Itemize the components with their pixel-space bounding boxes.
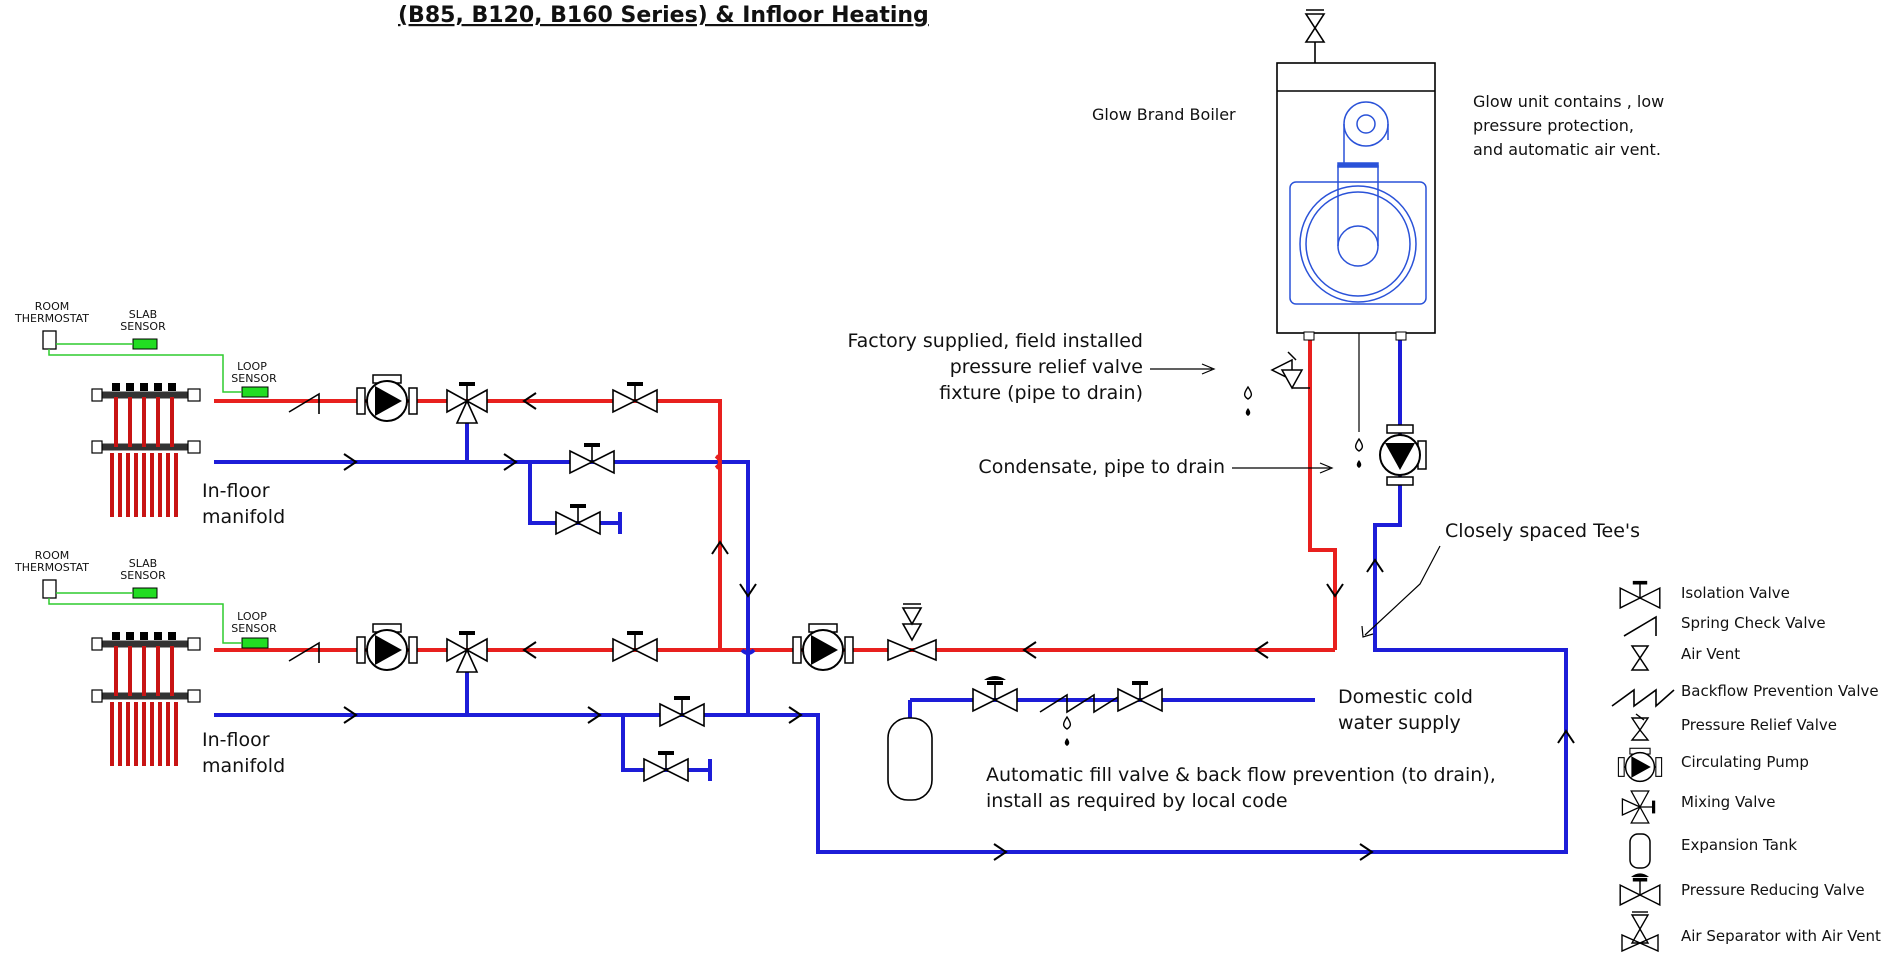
air-separator-icon	[1621, 911, 1659, 953]
svg-text:SENSOR: SENSOR	[120, 320, 166, 333]
svg-text:Air Separator with Air Vent: Air Separator with Air Vent	[1681, 927, 1881, 945]
diagram-title: (B85, B120, B160 Series) & Infloor Heati…	[398, 3, 929, 28]
expansion-tank-icon	[887, 717, 933, 801]
svg-text:water supply: water supply	[1338, 712, 1461, 734]
svg-text:install as required by local c: install as required by local code	[986, 790, 1288, 812]
backflow-prevention-valve-icon	[1611, 688, 1675, 708]
slab-sensor-icon	[132, 338, 158, 350]
manifold-icon	[90, 383, 202, 517]
isolation-valve-icon	[1117, 680, 1163, 712]
spring-check-valve-icon	[288, 642, 320, 664]
svg-text:Isolation Valve: Isolation Valve	[1681, 584, 1790, 602]
pressure-relief-valve-icon	[1630, 713, 1650, 741]
backflow-prevention-valve-icon	[1039, 693, 1119, 714]
room-thermostat-icon	[42, 579, 57, 599]
manifold-label: In-floor	[202, 480, 270, 502]
circulating-pump-icon	[1617, 747, 1663, 783]
svg-text:SLAB: SLAB	[129, 557, 157, 570]
svg-text:Backflow Prevention Valve: Backflow Prevention Valve	[1681, 682, 1879, 700]
svg-text:pressure relief valve: pressure relief valve	[950, 356, 1143, 378]
circulating-pump-icon	[356, 623, 418, 671]
svg-text:pressure protection,: pressure protection,	[1473, 116, 1634, 135]
boiler-unit	[1276, 62, 1436, 341]
air-separator-icon	[887, 603, 937, 662]
mixing-valve-icon	[446, 381, 488, 424]
pressure-reducing-valve-icon	[1619, 873, 1661, 906]
fill-valve-note: Automatic fill valve & back flow prevent…	[986, 764, 1496, 786]
pressure-reducing-valve-icon	[972, 676, 1018, 712]
drain-drop-icon	[1354, 438, 1364, 469]
isolation-valve-icon	[612, 630, 658, 662]
circulating-pump-icon	[356, 374, 418, 422]
isolation-valve-icon	[569, 442, 615, 474]
manifold-icon	[90, 632, 202, 766]
pipe-crossover	[740, 648, 756, 655]
room-thermostat-icon	[42, 330, 57, 350]
svg-text:THERMOSTAT: THERMOSTAT	[14, 312, 89, 325]
isolation-valve-icon	[555, 503, 601, 535]
drain-drop-icon	[1062, 716, 1072, 747]
expansion-tank-icon	[1629, 833, 1651, 869]
svg-text:THERMOSTAT: THERMOSTAT	[14, 561, 89, 574]
tees-note: Closely spaced Tee's	[1445, 520, 1640, 542]
svg-text:Pressure Reducing Valve: Pressure Reducing Valve	[1681, 881, 1865, 899]
air-vent-icon	[1304, 9, 1326, 63]
svg-text:Circulating Pump: Circulating Pump	[1681, 753, 1809, 771]
zone-1: ROOM THERMOSTAT SLAB SENSOR LOOP SENSOR …	[14, 300, 757, 597]
loop-sensor-icon	[241, 386, 269, 398]
boiler-name: Glow Brand Boiler	[1092, 105, 1236, 124]
spring-check-valve-icon	[288, 393, 320, 415]
svg-text:ROOM: ROOM	[35, 549, 69, 562]
isolation-valve-icon	[612, 381, 658, 413]
boiler-note-line: Glow unit contains , low	[1473, 92, 1664, 111]
svg-text:Air Vent: Air Vent	[1681, 645, 1740, 663]
isolation-valve-icon	[643, 750, 689, 782]
circulating-pump-icon	[1379, 424, 1427, 486]
svg-text:SENSOR: SENSOR	[120, 569, 166, 582]
svg-text:SENSOR: SENSOR	[231, 622, 277, 635]
svg-text:SENSOR: SENSOR	[231, 372, 277, 385]
zone-2: ROOM THERMOSTAT SLAB SENSOR LOOP SENSOR …	[14, 549, 802, 782]
svg-text:and automatic air vent.: and automatic air vent.	[1473, 140, 1661, 159]
svg-text:fixture (pipe to drain): fixture (pipe to drain)	[939, 382, 1143, 404]
svg-text:Pressure Relief Valve: Pressure Relief Valve	[1681, 716, 1837, 734]
legend: Isolation Valve Spring Check Valve Air V…	[1611, 580, 1881, 953]
isolation-valve-icon	[659, 695, 705, 727]
manifold-label: In-floor	[202, 729, 270, 751]
isolation-valve-icon	[1619, 580, 1661, 609]
drain-drop-icon	[1243, 386, 1253, 417]
pipe-crossover	[714, 454, 722, 470]
air-vent-icon	[1630, 645, 1650, 671]
relief-valve-note: Factory supplied, field installed	[847, 330, 1143, 352]
svg-text:ROOM: ROOM	[35, 300, 69, 313]
condensate-note: Condensate, pipe to drain	[978, 456, 1225, 478]
mixing-valve-icon	[446, 630, 488, 673]
svg-text:LOOP: LOOP	[237, 360, 267, 373]
domestic-water-note: Domestic cold	[1338, 686, 1473, 708]
svg-text:SLAB: SLAB	[129, 308, 157, 321]
svg-text:Spring Check Valve: Spring Check Valve	[1681, 614, 1826, 632]
svg-text:manifold: manifold	[202, 755, 285, 777]
circulating-pump-icon	[792, 623, 854, 671]
loop-sensor-icon	[241, 637, 269, 649]
slab-sensor-icon	[132, 587, 158, 599]
svg-text:Expansion Tank: Expansion Tank	[1681, 836, 1797, 854]
svg-text:Mixing Valve: Mixing Valve	[1681, 793, 1776, 811]
spring-check-valve-icon	[1623, 615, 1657, 637]
pressure-relief-valve-icon	[1270, 351, 1310, 390]
svg-text:manifold: manifold	[202, 506, 285, 528]
svg-text:LOOP: LOOP	[237, 610, 267, 623]
mixing-valve-icon	[1621, 790, 1656, 824]
